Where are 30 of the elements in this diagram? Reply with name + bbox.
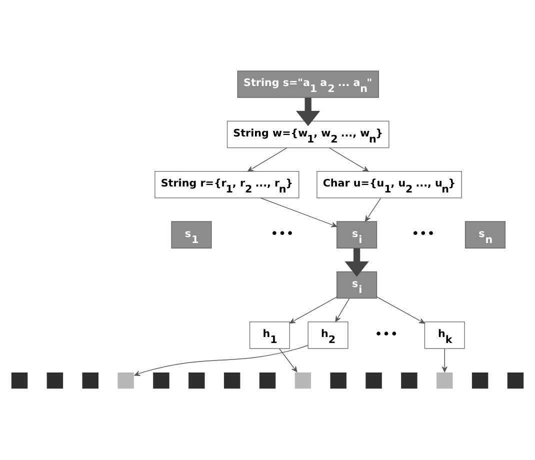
arrow	[278, 348, 298, 372]
arrow	[290, 296, 338, 324]
node-box	[436, 372, 454, 390]
node-box	[82, 372, 100, 390]
node-box	[506, 372, 524, 390]
arrow	[442, 348, 448, 372]
node-box	[258, 372, 276, 390]
node-box	[400, 372, 418, 390]
node-box	[294, 372, 312, 390]
arrow	[328, 147, 369, 172]
label: •••	[411, 227, 435, 242]
arrow	[248, 147, 288, 172]
node-box	[223, 372, 241, 390]
label: •••	[270, 227, 294, 242]
arrow	[376, 296, 425, 324]
arrow	[335, 298, 350, 322]
arrow	[365, 198, 382, 222]
node-box	[188, 372, 206, 390]
arrow	[260, 198, 338, 228]
node-box	[116, 372, 135, 390]
node-box	[152, 372, 170, 390]
label: •••	[374, 327, 398, 342]
arrow	[296, 98, 320, 126]
node-box	[330, 372, 348, 390]
node-box	[364, 372, 383, 390]
node-box	[46, 372, 64, 390]
node-box	[471, 372, 489, 390]
node-box	[10, 372, 28, 390]
arrow	[134, 344, 308, 376]
arrow	[344, 248, 369, 277]
